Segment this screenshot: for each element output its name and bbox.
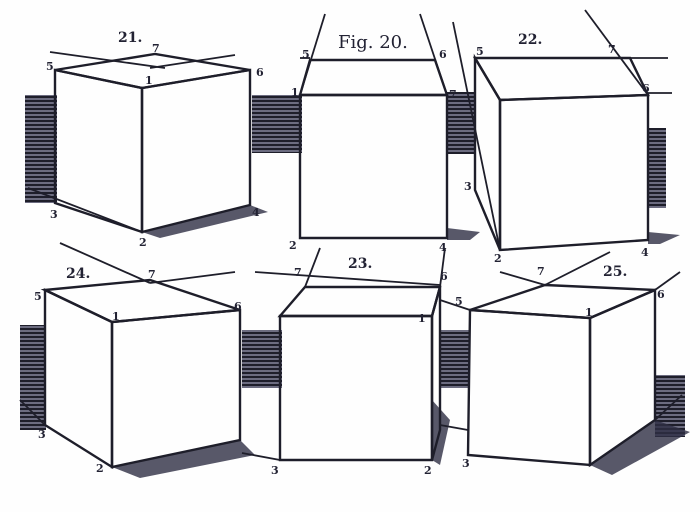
corner-label: 7 (152, 42, 160, 55)
cube-23-labels: 23. 7 6 5 1 3 2 (271, 256, 463, 477)
cube-number: 23. (348, 256, 372, 272)
cube-24 (40, 278, 242, 470)
corner-label: 1 (291, 86, 299, 99)
corner-label: 7 (294, 266, 302, 279)
figure-title: Fig. 20. (338, 32, 408, 53)
corner-label: 5 (455, 295, 463, 308)
corner-label: 6 (439, 48, 447, 61)
cube-number: 22. (518, 32, 542, 48)
cube-25 (466, 283, 657, 468)
corner-label: 7 (608, 43, 616, 56)
corner-label: 4 (641, 246, 649, 259)
corner-label: 2 (289, 239, 297, 252)
perspective-guide-lines (19, 9, 683, 461)
cube-24-labels: 24. 7 5 6 1 3 2 (34, 266, 242, 475)
corner-label: 5 (46, 60, 54, 73)
corner-label: 4 (252, 206, 260, 219)
cube-number: 24. (66, 266, 90, 282)
corner-label: 2 (424, 464, 432, 477)
corner-label: 6 (642, 82, 650, 95)
cast-shadows (112, 205, 690, 478)
corner-label: 2 (96, 462, 104, 475)
cube-21 (53, 52, 252, 234)
cube-22 (472, 53, 650, 252)
corner-label: 7 (449, 88, 457, 101)
corner-label: 3 (38, 428, 46, 441)
corner-label: 2 (494, 252, 502, 265)
corner-label: 7 (537, 265, 545, 278)
corner-label: 1 (112, 310, 120, 323)
corner-label: 5 (302, 48, 310, 61)
corner-label: 4 (439, 241, 447, 254)
corner-label: 6 (657, 288, 665, 301)
corner-label: 1 (585, 306, 593, 319)
corner-label: 6 (440, 270, 448, 283)
corner-label: 5 (34, 290, 42, 303)
cube-fig20-labels: 5 6 1 7 2 4 (289, 48, 457, 254)
corner-label: 3 (50, 208, 58, 221)
corner-label: 6 (234, 300, 242, 313)
corner-label: 3 (462, 457, 470, 470)
corner-label: 5 (476, 45, 484, 58)
cube-fig-20 (298, 58, 449, 240)
corner-label: 3 (271, 464, 279, 477)
cube-number: 25. (603, 264, 627, 280)
cube-23 (277, 285, 442, 462)
corner-label: 1 (418, 312, 426, 325)
cube-25-labels: 25. 7 6 1 3 (462, 264, 665, 470)
corner-label: 6 (256, 66, 264, 79)
corner-label: 3 (464, 180, 472, 193)
cube-21-labels: 21. 7 5 6 1 3 2 4 (46, 30, 264, 249)
cube-number: 21. (118, 30, 142, 46)
corner-label: 2 (139, 236, 147, 249)
cube-22-labels: 22. 5 7 6 3 2 4 (464, 32, 650, 265)
corner-label: 1 (145, 74, 153, 87)
corner-label: 7 (148, 268, 156, 281)
